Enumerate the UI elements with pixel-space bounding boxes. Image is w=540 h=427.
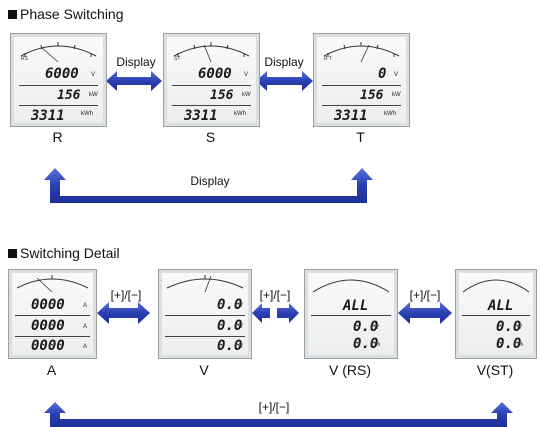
bullet-square-icon [8,249,17,258]
double-arrow-v-vrs [252,303,299,323]
detail-loop-arrow [44,402,513,427]
meter-s-label: S [205,129,216,145]
energy-value: 3311 [31,108,65,124]
section-title-switching-detail: Switching Detail [8,245,120,261]
section-title-phase-switching: Phase Switching [8,6,124,22]
power-value: 156 [360,88,384,103]
voltage-unit: V [239,324,244,330]
energy-unit: kWh [81,111,93,117]
analog-scale [462,279,530,293]
energy-unit: kWh [234,111,246,117]
display-loop-label: Display [190,174,230,188]
percent-value: 0.0 [353,336,379,352]
voltage-value: 0.0 [496,319,522,335]
analog-scale [16,275,89,292]
power-value: 156 [57,88,81,103]
voltage-unit: V [375,325,380,331]
meter-v-st-label: V(ST) [476,362,514,378]
voltage-value-tr: 0.0 [217,338,243,354]
meter-r: RS 6000 V 156 kW 3311 kWh [10,33,107,127]
percent-unit: % [518,342,524,348]
voltage-unit: V [239,344,244,350]
double-arrow-r-s [106,71,162,91]
double-arrow-vrs-vst [398,302,452,324]
power-unit: kW [392,92,401,98]
bullet-square-icon [8,10,17,19]
analog-scale [20,42,97,63]
current-unit: A [83,344,88,350]
power-unit: kW [242,92,251,98]
energy-unit: kWh [384,111,396,117]
power-value: 156 [210,88,234,103]
plus-minus-label-1: [+]/[−] [110,288,142,302]
all-indicator: ALL [488,298,514,314]
power-unit: kW [89,92,98,98]
double-arrow-s-t [256,71,313,91]
voltage-value: 0.0 [353,319,379,335]
display-arrow-label-2: Display [264,55,304,69]
analog-scale [312,279,390,293]
voltage-unit: V [394,72,399,78]
plus-minus-label-2: [+]/[−] [259,288,291,302]
meter-s: ST 6000 V 156 kW 3311 kWh [163,33,260,127]
voltage-value: 6000 [45,66,79,82]
current-unit: A [83,303,88,309]
current-value-t: 0000 [31,338,65,354]
phase-loop-arrow [44,168,373,203]
meter-v-rs: ALL 0.0 V 0.0 % [304,269,398,359]
voltage-value-st: 0.0 [217,318,243,334]
detail-title-text: Switching Detail [20,245,120,261]
percent-unit: % [375,342,381,348]
voltage-value: 6000 [198,66,232,82]
meter-a: 0000 A 0000 A 0000 A [8,269,97,359]
meter-r-label: R [52,129,63,145]
current-value-s: 0000 [31,318,65,334]
energy-value: 3311 [334,108,368,124]
analog-scale [173,42,250,63]
plus-minus-loop-label: [+]/[−] [258,400,290,414]
phase-tag: RS [21,56,28,62]
current-unit: A [83,324,88,330]
phase-title-text: Phase Switching [20,6,124,22]
voltage-value-rs: 0.0 [217,297,243,313]
meter-v-label: V [199,362,209,378]
double-arrow-a-v [97,302,150,324]
phase-tag: R T [324,56,332,62]
all-indicator: ALL [343,298,369,314]
plus-minus-label-3: [+]/[−] [409,288,441,302]
phase-tag: ST [174,56,181,62]
voltage-unit: V [244,72,249,78]
meter-v-st: ALL 0.0 V 0.0 % [455,269,537,359]
voltage-unit: V [518,325,523,331]
meter-t: R T 0 V 156 kW 3311 kWh [313,33,410,127]
voltage-unit: V [91,72,96,78]
voltage-unit: V [239,303,244,309]
energy-value: 3311 [184,108,218,124]
meter-t-label: T [356,129,365,145]
display-arrow-label-1: Display [116,55,156,69]
analog-scale [166,275,244,292]
current-value-r: 0000 [31,297,65,313]
voltage-value: 0 [378,66,387,82]
percent-value: 0.0 [496,336,522,352]
meter-v: 0.0 V 0.0 V 0.0 V [158,269,252,359]
meter-v-rs-label: V (RS) [329,362,371,378]
analog-scale [323,42,400,63]
meter-a-label: A [46,362,57,378]
